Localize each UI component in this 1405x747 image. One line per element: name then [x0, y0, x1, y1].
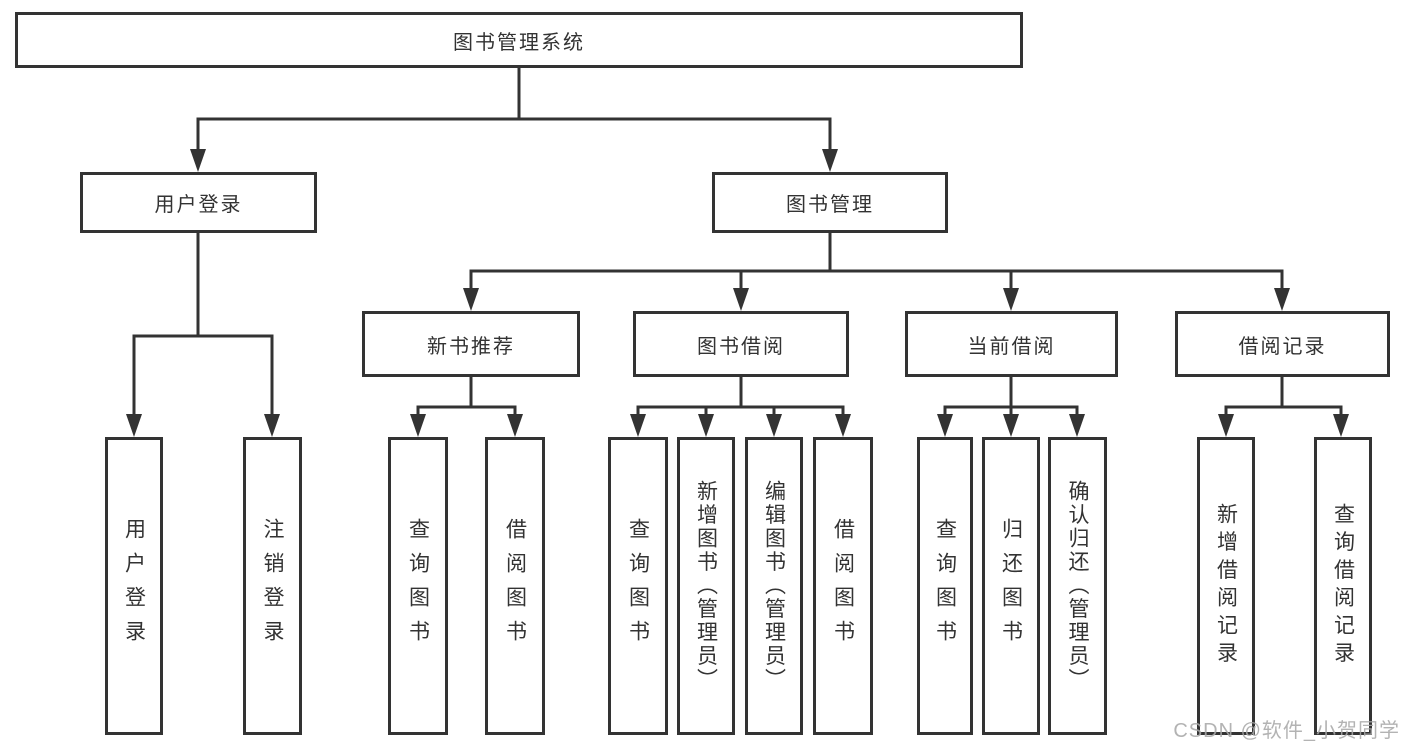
leaf-borrow-books: 借阅图书	[813, 437, 873, 735]
leaf-recommend-borrow-books-label: 借阅图书	[503, 517, 527, 655]
node-book-borrow-label: 图书借阅	[697, 335, 785, 358]
leaf-add-borrow-record: 新增借阅记录	[1197, 437, 1255, 735]
leaf-return-books-label: 归还图书	[999, 517, 1023, 655]
leaf-borrow-query-books-label: 查询图书	[626, 517, 650, 655]
leaf-edit-books-admin: 编辑图书（管理员）	[745, 437, 803, 735]
node-new-book-recommend-label: 新书推荐	[427, 335, 515, 358]
arrowheads	[126, 149, 1349, 437]
arrow-down-icon	[507, 414, 523, 437]
arrow-down-icon	[463, 288, 479, 311]
arrow-down-icon	[835, 414, 851, 437]
arrow-down-icon	[1333, 414, 1349, 437]
arrow-down-icon	[630, 414, 646, 437]
node-borrow-records-label: 借阅记录	[1238, 335, 1327, 358]
arrow-down-icon	[190, 149, 206, 172]
leaf-current-query-books-label: 查询图书	[933, 517, 957, 655]
arrow-down-icon	[822, 149, 838, 172]
node-book-borrow: 图书借阅	[633, 311, 849, 377]
leaf-logout: 注销登录	[243, 437, 302, 735]
arrow-down-icon	[1069, 414, 1085, 437]
node-root: 图书管理系统	[15, 12, 1023, 68]
leaf-borrow-books-label: 借阅图书	[831, 517, 855, 655]
connector-userlogin-rail	[132, 334, 274, 415]
connector-currentborrow-rail	[943, 405, 1079, 415]
arrow-down-icon	[410, 414, 426, 437]
node-book-management: 图书管理	[712, 172, 948, 233]
leaf-return-books: 归还图书	[982, 437, 1040, 735]
leaf-query-borrow-record: 查询借阅记录	[1314, 437, 1372, 735]
node-book-management-label: 图书管理	[786, 194, 874, 216]
leaf-recommend-query-books-label: 查询图书	[406, 517, 430, 655]
node-borrow-records: 借阅记录	[1175, 311, 1390, 377]
node-current-borrow-label: 当前借阅	[967, 335, 1056, 358]
connector-records-rail	[1224, 405, 1343, 415]
arrow-down-icon	[264, 414, 280, 437]
leaf-recommend-query-books: 查询图书	[388, 437, 448, 735]
node-user-login-label: 用户登录	[154, 194, 243, 216]
node-current-borrow: 当前借阅	[905, 311, 1118, 377]
arrow-down-icon	[766, 414, 782, 437]
leaf-add-books-admin-label: 新增图书（管理员）	[694, 480, 718, 692]
leaf-confirm-return-admin: 确认归还（管理员）	[1048, 437, 1107, 735]
arrow-down-icon	[1218, 414, 1234, 437]
leaf-query-borrow-record-label: 查询借阅记录	[1331, 502, 1355, 670]
node-new-book-recommend: 新书推荐	[362, 311, 580, 377]
node-root-label: 图书管理系统	[453, 31, 585, 54]
leaf-current-query-books: 查询图书	[917, 437, 973, 735]
leaf-user-login: 用户登录	[105, 437, 163, 735]
connector-level3-rail	[469, 269, 1284, 290]
connector-bookborrow-rail	[636, 405, 845, 415]
leaf-borrow-query-books: 查询图书	[608, 437, 668, 735]
leaf-logout-label: 注销登录	[261, 517, 284, 655]
leaf-add-books-admin: 新增图书（管理员）	[677, 437, 735, 735]
connector-newbook-rail	[416, 405, 517, 415]
leaf-confirm-return-admin-label: 确认归还（管理员）	[1066, 480, 1089, 692]
leaf-recommend-borrow-books: 借阅图书	[485, 437, 545, 735]
arrow-down-icon	[126, 414, 142, 437]
node-user-login: 用户登录	[80, 172, 317, 233]
leaf-user-login-label: 用户登录	[122, 517, 146, 655]
leaf-add-borrow-record-label: 新增借阅记录	[1214, 502, 1238, 670]
arrow-down-icon	[1003, 414, 1019, 437]
leaf-edit-books-admin-label: 编辑图书（管理员）	[762, 480, 786, 692]
arrow-down-icon	[1003, 288, 1019, 311]
connector-level2-rail	[196, 117, 832, 151]
arrow-down-icon	[1274, 288, 1290, 311]
arrow-down-icon	[698, 414, 714, 437]
arrow-down-icon	[937, 414, 953, 437]
watermark: CSDN @软件_小贺同学	[1173, 720, 1400, 742]
arrow-down-icon	[733, 288, 749, 311]
